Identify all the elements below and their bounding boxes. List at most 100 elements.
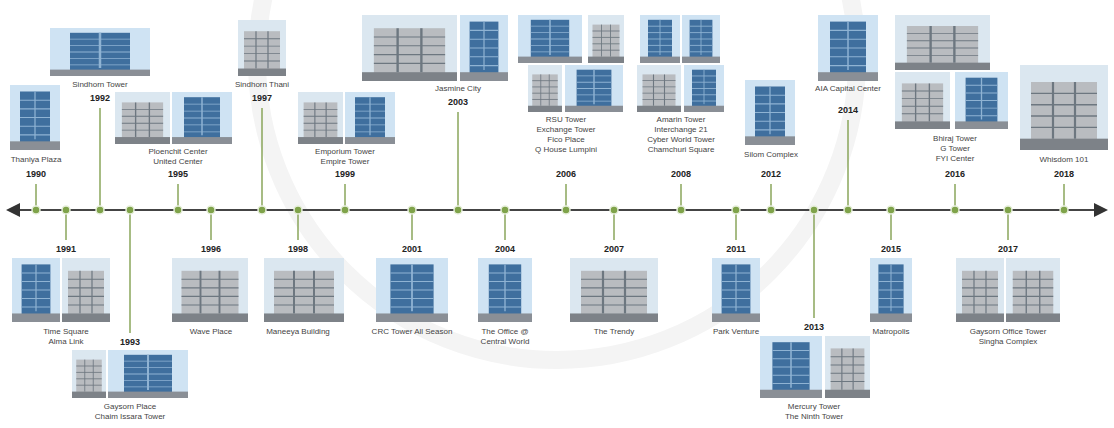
building-photo [108,350,188,398]
timeline-entry: 2007The Trendy [569,244,659,337]
building-name: United Center [128,157,228,167]
building-name: The Trendy [569,327,659,337]
building-names: RSU TowerExchange TowerFico PlaceQ House… [516,115,616,155]
timeline-entry: 2011Park Venture [701,244,771,337]
building-photo [62,258,110,322]
year-dot [408,206,416,214]
year-stem [613,214,615,240]
year-stem [411,214,413,240]
building-photo [637,65,681,112]
year-label: 1999 [300,169,390,180]
timeline-entry: 2013Mercury TowerThe Ninth Tower [764,322,864,422]
building-photos [12,258,1060,398]
year-stem [565,184,567,206]
building-names: Jasmine City [408,84,508,94]
building-name: AIA Capital Center [800,84,896,94]
building-photo [298,92,343,144]
building-photo [518,15,582,63]
year-dot [174,206,182,214]
building-names: Whisdom 101 [1019,155,1109,165]
timeline-entry: Silom Complex2012 [731,150,811,180]
building-names: Bhiraj TowerG TowerFYI Center [915,134,995,164]
watermark-ring [257,0,857,360]
building-photo [895,72,950,129]
timeline-entry: 1993Gaysorn PlaceChaim Issara Tower [70,337,190,422]
year-dot [732,206,740,214]
building-names: Wave Place [171,327,251,337]
building-photo [376,258,448,322]
building-photo [50,28,150,76]
year-label: 1998 [256,244,340,255]
building-photo [760,336,822,398]
year-label: 2007 [569,244,659,255]
building-name: Interchange 21 [631,125,731,135]
building-names: Sindhorn Tower [50,80,150,90]
year-dot [454,206,462,214]
building-name: Silom Complex [731,150,811,160]
timeline-entry: 1998Maneeya Building [256,244,340,337]
building-photo [895,15,990,70]
building-photo [238,20,286,76]
year-label: 1996 [171,244,251,255]
year-label: 1991 [16,244,116,255]
year-dot [810,206,818,214]
year-label: 2013 [764,322,864,333]
building-names: Park Venture [701,327,771,337]
building-photo [460,15,508,81]
building-photo [640,15,680,63]
year-label: 2016 [915,169,995,180]
building-names: Emporium TowerEmpire Tower [300,147,390,167]
year-dot [562,206,570,214]
year-dot [844,206,852,214]
year-dot [501,206,509,214]
timeline-entry: Ploenchit CenterUnited Center1995 [128,147,228,180]
building-names: Amarin TowerInterchange 21Cyber World To… [631,115,731,155]
year-dot [951,206,959,214]
building-name: CRC Tower All Season [362,327,462,337]
building-name: Q House Lumpini [516,145,616,155]
building-photo [528,65,562,112]
year-dot [767,206,775,214]
year-label: 2011 [701,244,771,255]
timeline-entry: 2004The Office @ Central World [470,244,540,347]
building-photo [345,92,395,144]
year-stem [813,214,815,318]
year-label: 1995 [128,169,228,180]
building-name: Park Venture [701,327,771,337]
building-names: The Trendy [569,327,659,337]
building-photo [362,15,457,81]
building-names: Gaysorn PlaceChaim Issara Tower [70,402,190,422]
year-stem [735,214,737,240]
timeline-entry: Amarin TowerInterchange 21Cyber World To… [631,115,731,180]
year-label: 2014 [800,105,896,116]
building-name: Wave Place [171,327,251,337]
year-stem [129,214,131,333]
building-photo [12,258,60,322]
building-photo [588,15,624,63]
building-names: Sindhorn Thani [217,80,307,90]
axis-arrowhead [6,203,20,217]
building-names: Time SquareAlma Link [16,327,116,347]
building-names: The Office @ Central World [470,327,540,347]
year-stem [35,184,37,206]
year-dot [62,206,70,214]
building-name: Empire Tower [300,157,390,167]
year-dot [207,206,215,214]
year-dot [32,206,40,214]
timeline-entry: 2015Matropolis [861,244,921,337]
year-stem [261,108,263,206]
building-name: Alma Link [16,337,116,347]
building-photo [712,258,760,322]
building-name: Thaniya Plaza [4,155,68,165]
building-name: Mercury Tower [764,402,864,412]
year-stem [177,184,179,206]
building-name: Matropolis [861,327,921,337]
building-name: Emporium Tower [300,147,390,157]
building-name: FYI Center [915,154,995,164]
building-name: The Office @ Central World [470,327,540,347]
building-name: Sindhorn Tower [50,80,150,90]
building-names: Mercury TowerThe Ninth Tower [764,402,864,422]
building-photos [10,15,1108,150]
building-name: The Ninth Tower [764,412,864,422]
building-photo [115,92,170,144]
